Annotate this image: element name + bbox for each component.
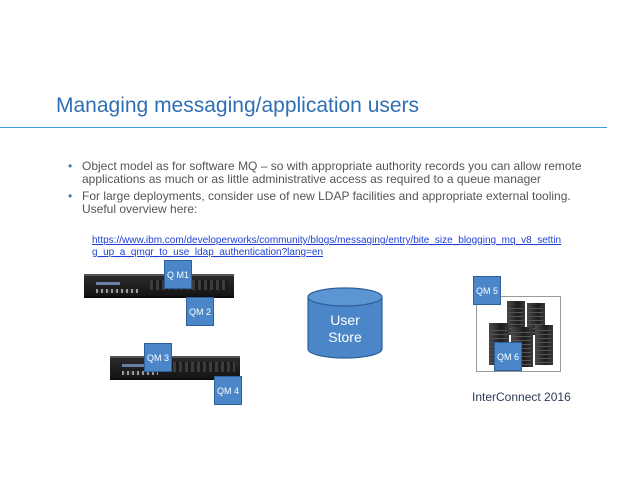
slide-title: Managing messaging/application users	[56, 94, 420, 117]
database-cylinder-icon	[307, 287, 383, 359]
bullet-item: • Object model as for software MQ – so w…	[66, 160, 586, 186]
bullet-item: • For large deployments, consider use of…	[66, 190, 586, 216]
user-store-cylinder: User Store	[307, 287, 383, 359]
qm3-box: QM 3	[144, 343, 172, 372]
ldap-overview-link[interactable]: https://www.ibm.com/developerworks/commu…	[92, 235, 562, 258]
user-store-label: User Store	[328, 312, 362, 345]
bullet-dot-icon: •	[68, 159, 73, 173]
bullet-list: • Object model as for software MQ – so w…	[66, 160, 586, 220]
server-appliance-icon	[84, 274, 234, 298]
bullet-text: Object model as for software MQ – so wit…	[82, 159, 582, 186]
qm6-box: QM 6	[494, 342, 522, 371]
footer-brand: InterConnect 2016	[472, 390, 571, 404]
qm1-box: Q M1	[164, 260, 192, 289]
bullet-text: For large deployments, consider use of n…	[82, 189, 571, 216]
title-divider	[0, 127, 607, 128]
qm4-box: QM 4	[214, 376, 242, 405]
qm2-box: QM 2	[186, 297, 214, 326]
bullet-dot-icon: •	[68, 189, 73, 203]
server-appliance-icon	[110, 356, 240, 380]
qm5-box: QM 5	[473, 276, 501, 305]
